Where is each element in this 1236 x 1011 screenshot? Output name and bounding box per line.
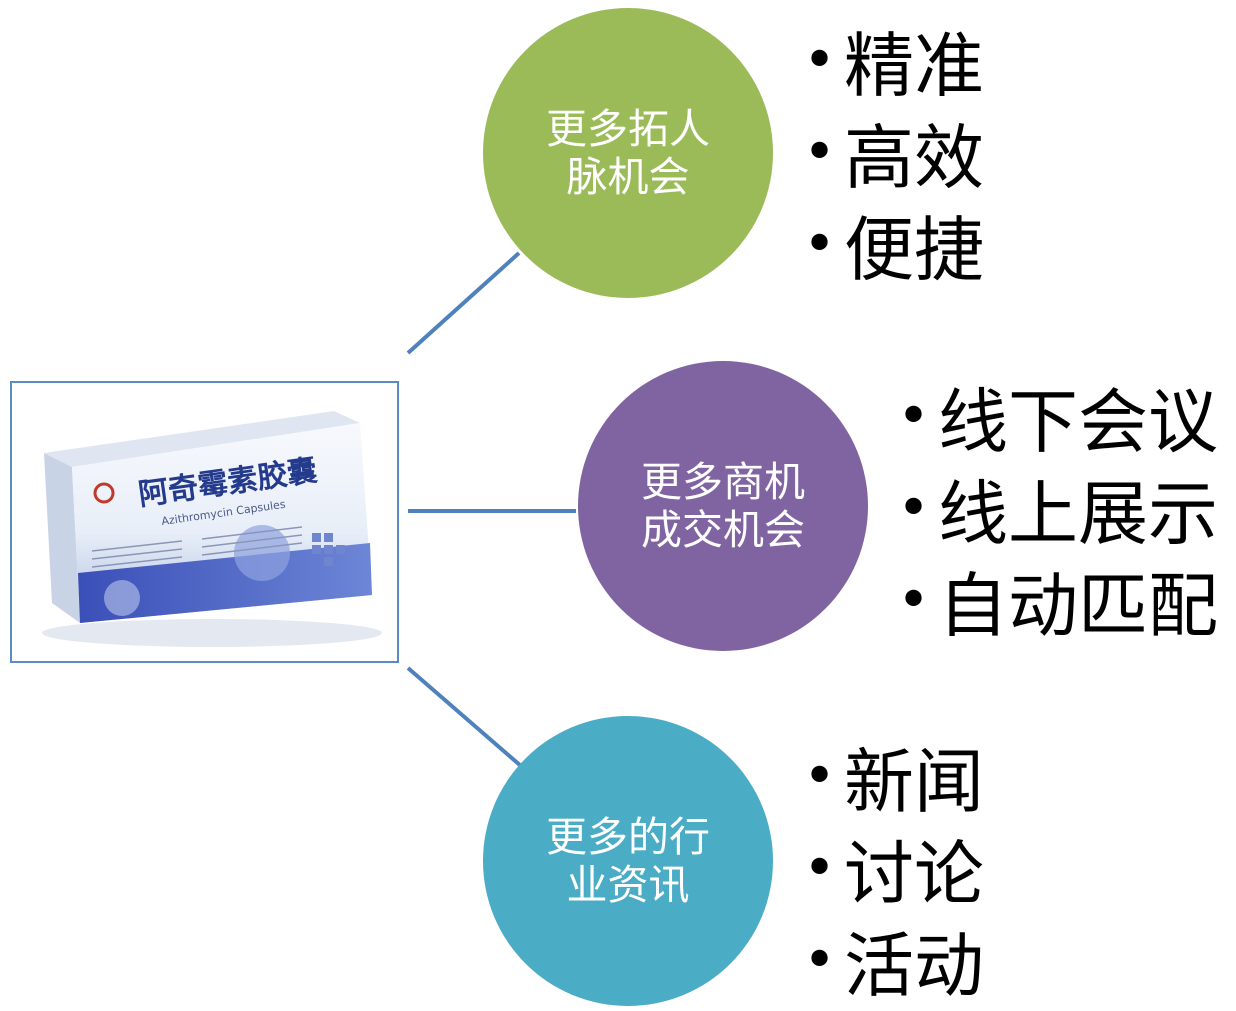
box-blue-band bbox=[78, 543, 372, 623]
circle-business-opportunities: 更多商机 成交机会 bbox=[578, 361, 868, 651]
box-fine-print bbox=[91, 526, 303, 568]
bullet-item: •线上展示 bbox=[897, 462, 1218, 555]
box-decor-bubble bbox=[234, 525, 290, 581]
bullet-text: 活动 bbox=[844, 924, 985, 1007]
circle-text-line: 更多的行 bbox=[546, 813, 710, 861]
bullet-dot: • bbox=[803, 27, 837, 93]
bullet-item: •自动匹配 bbox=[897, 554, 1218, 647]
bullet-dot: • bbox=[803, 211, 837, 277]
circle-text-line: 脉机会 bbox=[566, 153, 690, 201]
bullet-list-industry: •新闻 •讨论 •活动 bbox=[803, 730, 984, 1007]
bullet-text: 新闻 bbox=[844, 740, 985, 823]
box-decor-bubble-small bbox=[104, 580, 140, 616]
box-shadow bbox=[42, 619, 382, 647]
bullet-item: •线下会议 bbox=[897, 370, 1218, 463]
product-image-frame: 阿奇霉素胶囊 Azithromycin Capsules bbox=[10, 381, 399, 663]
bullet-text: 讨论 bbox=[844, 832, 985, 915]
bullet-item: •高效 bbox=[803, 106, 984, 199]
bullet-text: 线上展示 bbox=[938, 472, 1219, 555]
connector-bottom bbox=[406, 666, 523, 768]
medicine-box-image: 阿奇霉素胶囊 Azithromycin Capsules bbox=[42, 411, 382, 647]
bullet-list-networking: •精准 •高效 •便捷 bbox=[803, 14, 984, 291]
bullet-item: •精准 bbox=[803, 14, 984, 107]
bullet-text: 自动匹配 bbox=[938, 564, 1219, 647]
bullet-list-business: •线下会议 •线上展示 •自动匹配 bbox=[897, 370, 1218, 647]
bullet-item: •活动 bbox=[803, 914, 984, 1007]
circle-text-line: 业资讯 bbox=[566, 861, 690, 909]
box-top-face bbox=[44, 411, 360, 467]
bullet-dot: • bbox=[803, 743, 837, 809]
bullet-text: 精准 bbox=[844, 24, 985, 107]
box-decor-squares bbox=[312, 533, 345, 566]
circle-industry-info: 更多的行 业资讯 bbox=[483, 716, 773, 1006]
circle-text-line: 更多商机 bbox=[641, 458, 805, 506]
bullet-text: 线下会议 bbox=[938, 380, 1219, 463]
circle-text-line: 更多拓人 bbox=[546, 105, 710, 153]
bullet-dot: • bbox=[803, 927, 837, 993]
bullet-text: 便捷 bbox=[844, 208, 985, 291]
bullet-text: 高效 bbox=[844, 116, 985, 199]
circle-text-line: 成交机会 bbox=[641, 506, 805, 554]
box-side-face bbox=[44, 453, 80, 623]
bullet-item: •新闻 bbox=[803, 730, 984, 823]
bullet-dot: • bbox=[897, 567, 931, 633]
bullet-dot: • bbox=[803, 835, 837, 901]
bullet-item: •便捷 bbox=[803, 198, 984, 291]
bullet-item: •讨论 bbox=[803, 822, 984, 915]
connector-top bbox=[406, 251, 521, 355]
bullet-dot: • bbox=[803, 119, 837, 185]
bullet-dot: • bbox=[897, 383, 931, 449]
circle-networking-opportunities: 更多拓人 脉机会 bbox=[483, 8, 773, 298]
logo-icon bbox=[93, 482, 115, 504]
bullet-dot: • bbox=[897, 475, 931, 541]
